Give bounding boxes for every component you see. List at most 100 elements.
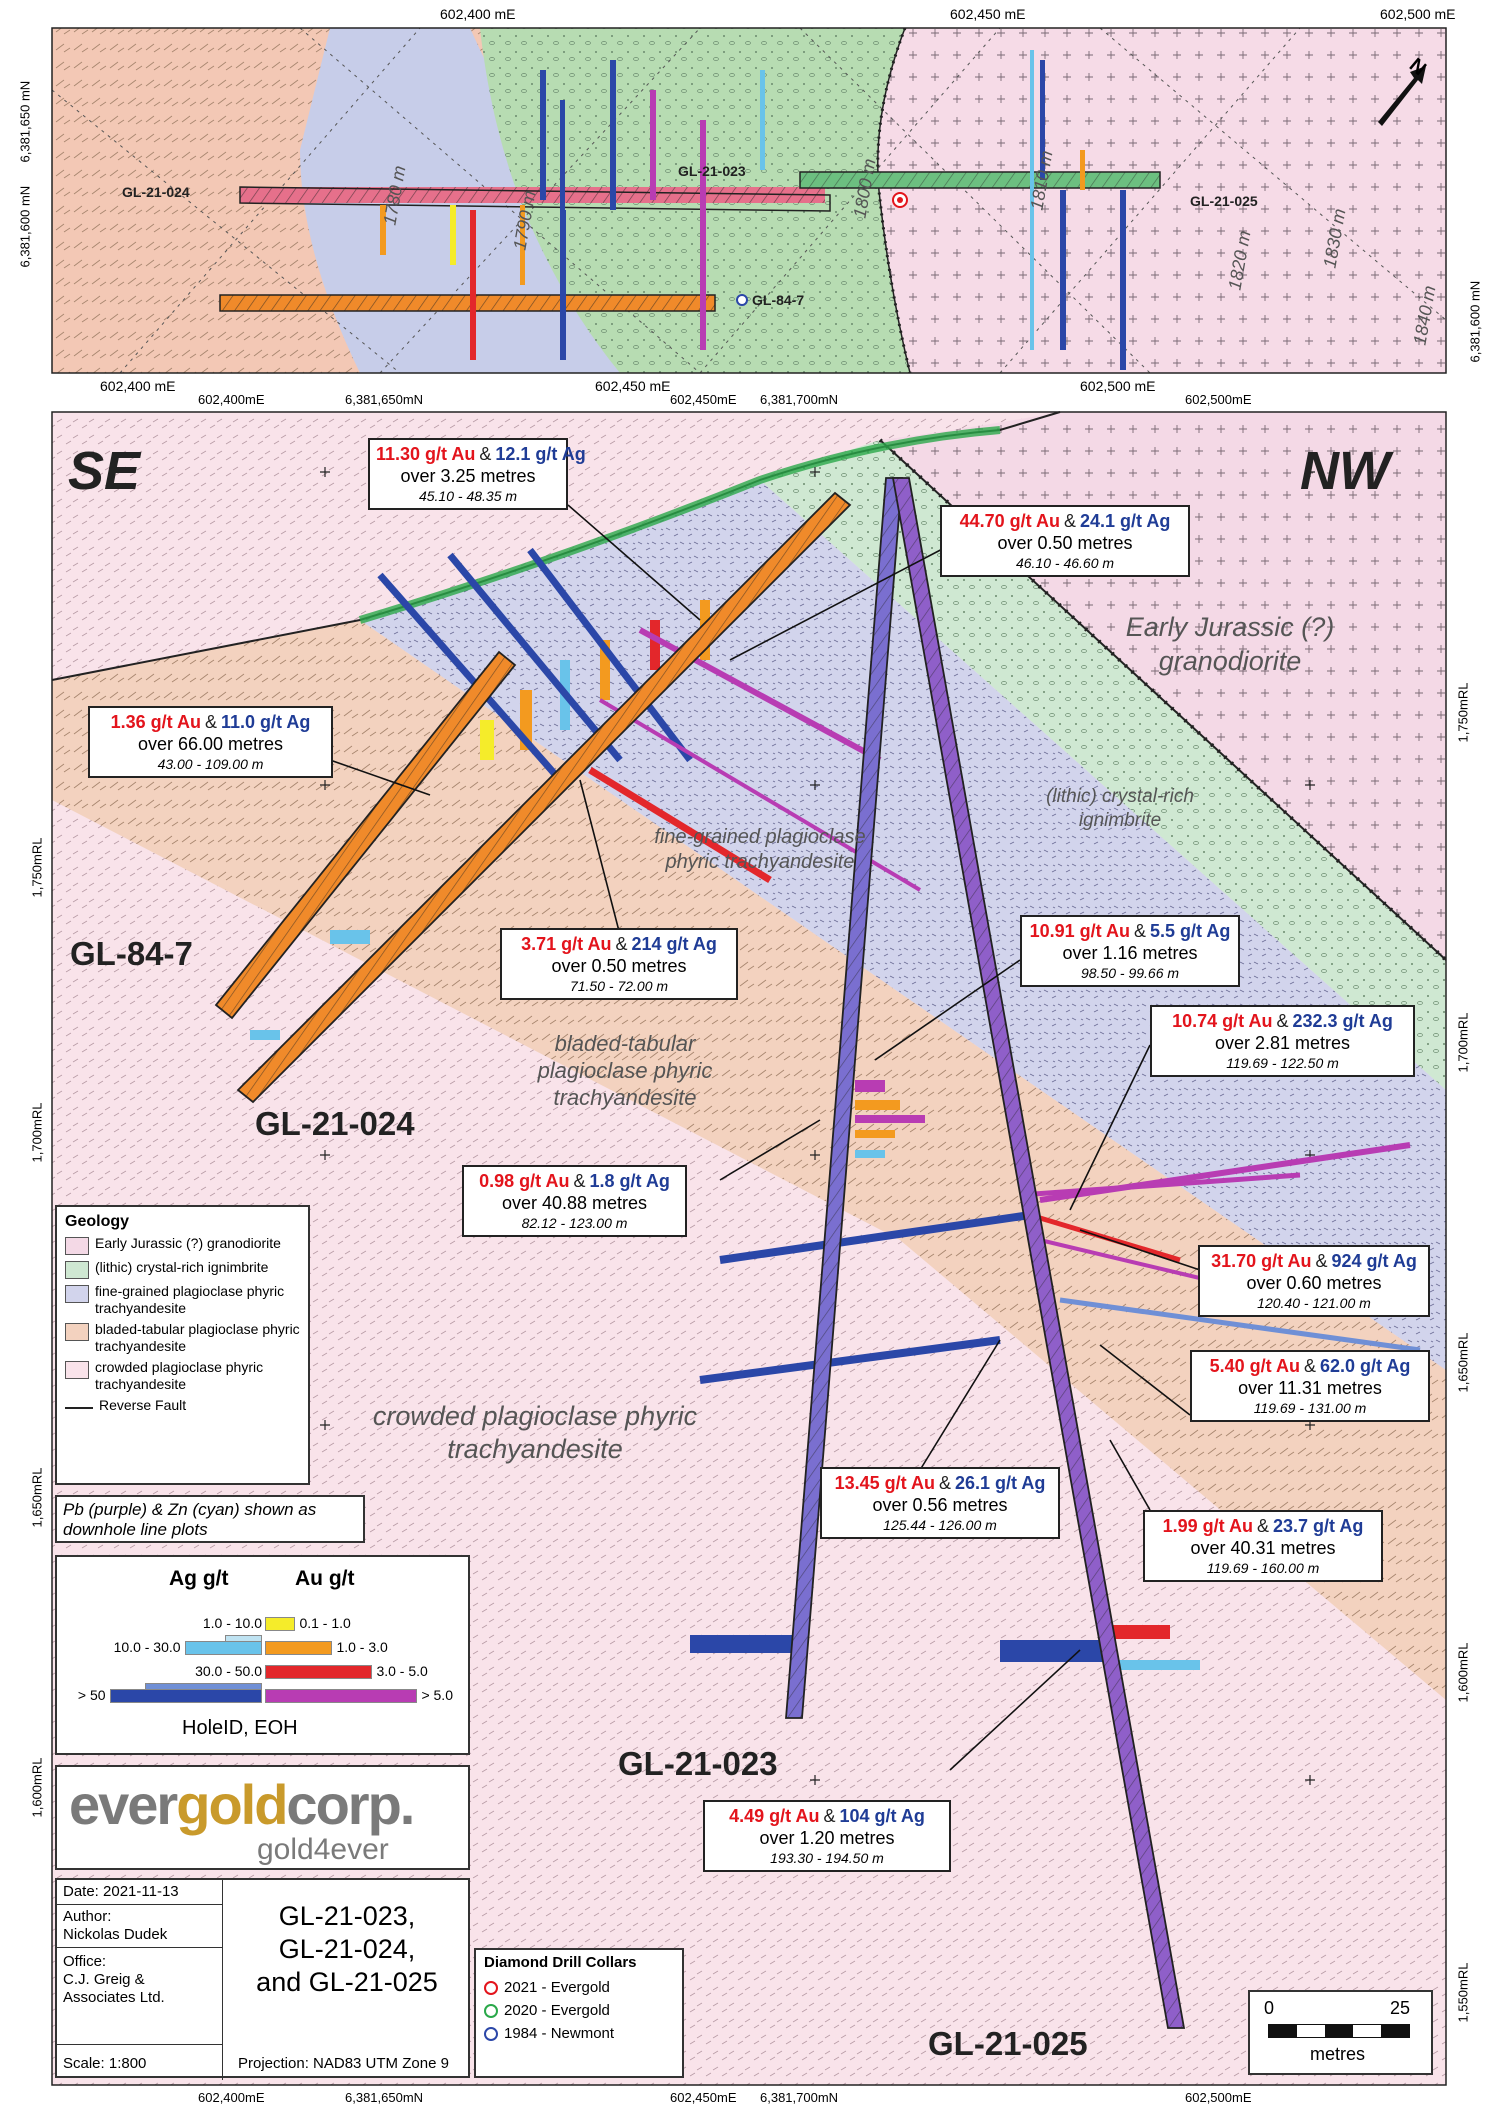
callout-ag: 5.5 g/t Ag: [1150, 921, 1231, 941]
info-office-label: Office:: [63, 1953, 107, 1970]
callout-ag: 1.8 g/t Ag: [589, 1171, 670, 1191]
sec-bot-coord-1: 602,400mE: [198, 2090, 265, 2105]
collar-2020-icon: [484, 2004, 498, 2019]
elev-right-1750: 1,750mRL: [1455, 682, 1471, 743]
collar-item-1984: 1984 - Newmont: [484, 2025, 674, 2042]
assay-callout-4: 3.71 g/t Au&214 g/t Ag over 0.50 metres …: [500, 928, 738, 1000]
plan-hole-label-gl-21-024: GL-21-024: [122, 184, 190, 200]
logo-tagline: gold4ever: [257, 1833, 389, 1866]
info-office: Office: C.J. Greig & Associates Ltd.: [57, 1950, 222, 2045]
assay-callout-3: 1.36 g/t Au&11.0 g/t Ag over 66.00 metre…: [88, 706, 333, 778]
scale-unit: metres: [1310, 2044, 1366, 2064]
callout-au: 10.74 g/t Au: [1172, 1011, 1273, 1031]
au-bin-label: 3.0 - 5.0: [376, 1663, 428, 1679]
elev-right-1550: 1,550mRL: [1455, 1962, 1471, 2023]
callout-interval: over 66.00 metres: [137, 734, 284, 754]
legend-item-label: bladed-tabular plagioclase phyric trachy…: [95, 1321, 300, 1354]
callout-ag: 23.7 g/t Ag: [1273, 1516, 1364, 1536]
legend-swatch: [65, 1361, 89, 1379]
callout-au: 10.91 g/t Au: [1029, 921, 1130, 941]
info-author-name: Nickolas Dudek: [63, 1926, 168, 1943]
callout-ag: 24.1 g/t Ag: [1080, 511, 1171, 531]
callout-ag: 214 g/t Ag: [631, 934, 717, 954]
au-bin-1: 0.1 - 1.0: [265, 1615, 351, 1633]
callout-au: 3.71 g/t Au: [521, 934, 612, 954]
title-line-2: GL-21-024,: [278, 1934, 416, 1964]
elev-right-1700: 1,700mRL: [1455, 1012, 1471, 1073]
callout-au: 0.98 g/t Au: [479, 1171, 570, 1191]
callout-au: 44.70 g/t Au: [959, 511, 1060, 531]
callout-range: 82.12 - 123.00 m: [521, 1215, 628, 1231]
au-bin-3: 3.0 - 5.0: [265, 1663, 428, 1681]
ag-bin-4: > 50: [57, 1687, 262, 1705]
callout-ag: 12.1 g/t Ag: [495, 444, 586, 464]
elev-right-1600: 1,600mRL: [1455, 1642, 1471, 1703]
callout-range: 71.50 - 72.00 m: [569, 978, 669, 994]
callout-range: 119.69 - 122.50 m: [1226, 1055, 1339, 1071]
callout-au: 5.40 g/t Au: [1209, 1356, 1300, 1376]
callout-range: 98.50 - 99.66 m: [1080, 965, 1180, 981]
callout-range: 119.69 - 131.00 m: [1253, 1400, 1367, 1416]
sec-top-coord-4: 6,381,700mN: [760, 392, 839, 407]
title-line-1: GL-21-023,: [278, 1901, 416, 1931]
callout-au: 1.36 g/t Au: [110, 712, 201, 732]
collar-legend: Diamond Drill Collars 2021 - Evergold 20…: [474, 1948, 684, 2078]
collar-item-2020: 2020 - Evergold: [484, 2002, 674, 2019]
collar-legend-title: Diamond Drill Collars: [484, 1954, 637, 1971]
reverse-fault-icon: [65, 1397, 93, 1409]
callout-range: 119.69 - 160.00 m: [1206, 1560, 1320, 1576]
sec-top-coord-2: 6,381,650mN: [345, 392, 424, 407]
callout-range: 125.44 - 126.00 m: [883, 1517, 997, 1533]
company-logo: evergoldcorp. gold4ever: [55, 1765, 470, 1870]
view-se: SE: [68, 441, 141, 501]
north-arrow-icon: [1378, 66, 1426, 126]
geology-legend: Geology Early Jurassic (?) granodiorite …: [55, 1205, 310, 1485]
unit-label-bladed: bladed-tabular plagioclase phyric trachy…: [537, 1031, 713, 1110]
ag-bin-label: 1.0 - 10.0: [202, 1615, 262, 1631]
assay-callout-1: 11.30 g/t Au&12.1 g/t Ag over 3.25 metre…: [368, 438, 586, 510]
pb-zn-note: Pb (purple) & Zn (cyan) shown as downhol…: [55, 1495, 365, 1543]
legend-item-crowded: crowded plagioclase phyric trachyandesit…: [65, 1359, 300, 1393]
assay-callout-12: 4.49 g/t Au&104 g/t Ag over 1.20 metres …: [703, 1800, 951, 1872]
callout-ag: 26.1 g/t Ag: [955, 1473, 1046, 1493]
hole-label-gl-21-024: GL-21-024: [255, 1105, 415, 1142]
plan-northing-left-2: 6,381,600 mN: [17, 185, 33, 268]
assay-callout-9: 5.40 g/t Au&62.0 g/t Ag over 11.31 metre…: [1190, 1350, 1430, 1422]
plan-hole-label-gl-21-023: GL-21-023: [678, 163, 746, 179]
au-bin-swatch: [265, 1640, 332, 1655]
ag-bin-label: 30.0 - 50.0: [195, 1663, 262, 1679]
elev-left-1750: 1,750mRL: [29, 837, 45, 898]
au-bin-label: 0.1 - 1.0: [299, 1615, 351, 1631]
plan-northing-right: 6,381,600 mN: [1467, 280, 1483, 363]
info-author-label: Author:: [63, 1908, 112, 1925]
ag-bin-label: 10.0 - 30.0: [113, 1639, 181, 1655]
logo-corp: corp.: [286, 1773, 415, 1836]
au-bin-swatch: [265, 1616, 295, 1631]
callout-range: 45.10 - 48.35 m: [418, 488, 518, 504]
title-line-3: and GL-21-025: [256, 1967, 438, 1997]
sec-top-coord-1: 602,400mE: [198, 392, 265, 407]
hole-label-gl-84-7: GL-84-7: [70, 935, 193, 972]
callout-au: 1.99 g/t Au: [1162, 1516, 1253, 1536]
unit-label-granodiorite: Early Jurassic (?) granodiorite: [1125, 612, 1335, 676]
au-bin-label: > 5.0: [421, 1687, 453, 1703]
collar-symbols: [736, 192, 908, 306]
plan-easting-bottom-2: 602,450 mE: [595, 378, 671, 394]
scale-zero: 0: [1264, 1998, 1275, 2018]
info-block: Date: 2021-11-13 Author: Nickolas Dudek …: [55, 1878, 472, 2080]
info-title: GL-21-023, GL-21-024, and GL-21-025: [222, 1900, 472, 1999]
legend-item-label: Early Jurassic (?) granodiorite: [95, 1235, 281, 1251]
collar-2021-icon: [484, 1981, 498, 1996]
callout-interval: over 0.60 metres: [1246, 1273, 1382, 1293]
grade-legend: Ag g/t Au g/t 1.0 - 10.0 10.0 - 30.0 30.…: [55, 1555, 470, 1755]
scale-max: 25: [1390, 1998, 1411, 2018]
assay-callout-2: 44.70 g/t Au&24.1 g/t Ag over 0.50 metre…: [940, 505, 1190, 577]
callout-interval: over 11.31 metres: [1238, 1378, 1382, 1398]
callout-interval: over 0.50 metres: [997, 533, 1133, 553]
legend-item-fine: fine-grained plagioclase phyric trachyan…: [65, 1283, 300, 1317]
callout-interval: over 40.88 metres: [501, 1193, 648, 1213]
assay-callout-7: 0.98 g/t Au&1.8 g/t Ag over 40.88 metres…: [462, 1165, 687, 1237]
elev-left-1600: 1,600mRL: [29, 1757, 45, 1818]
logo-ever: ever: [69, 1773, 178, 1836]
legend-item-label: fine-grained plagioclase phyric trachyan…: [95, 1283, 285, 1316]
